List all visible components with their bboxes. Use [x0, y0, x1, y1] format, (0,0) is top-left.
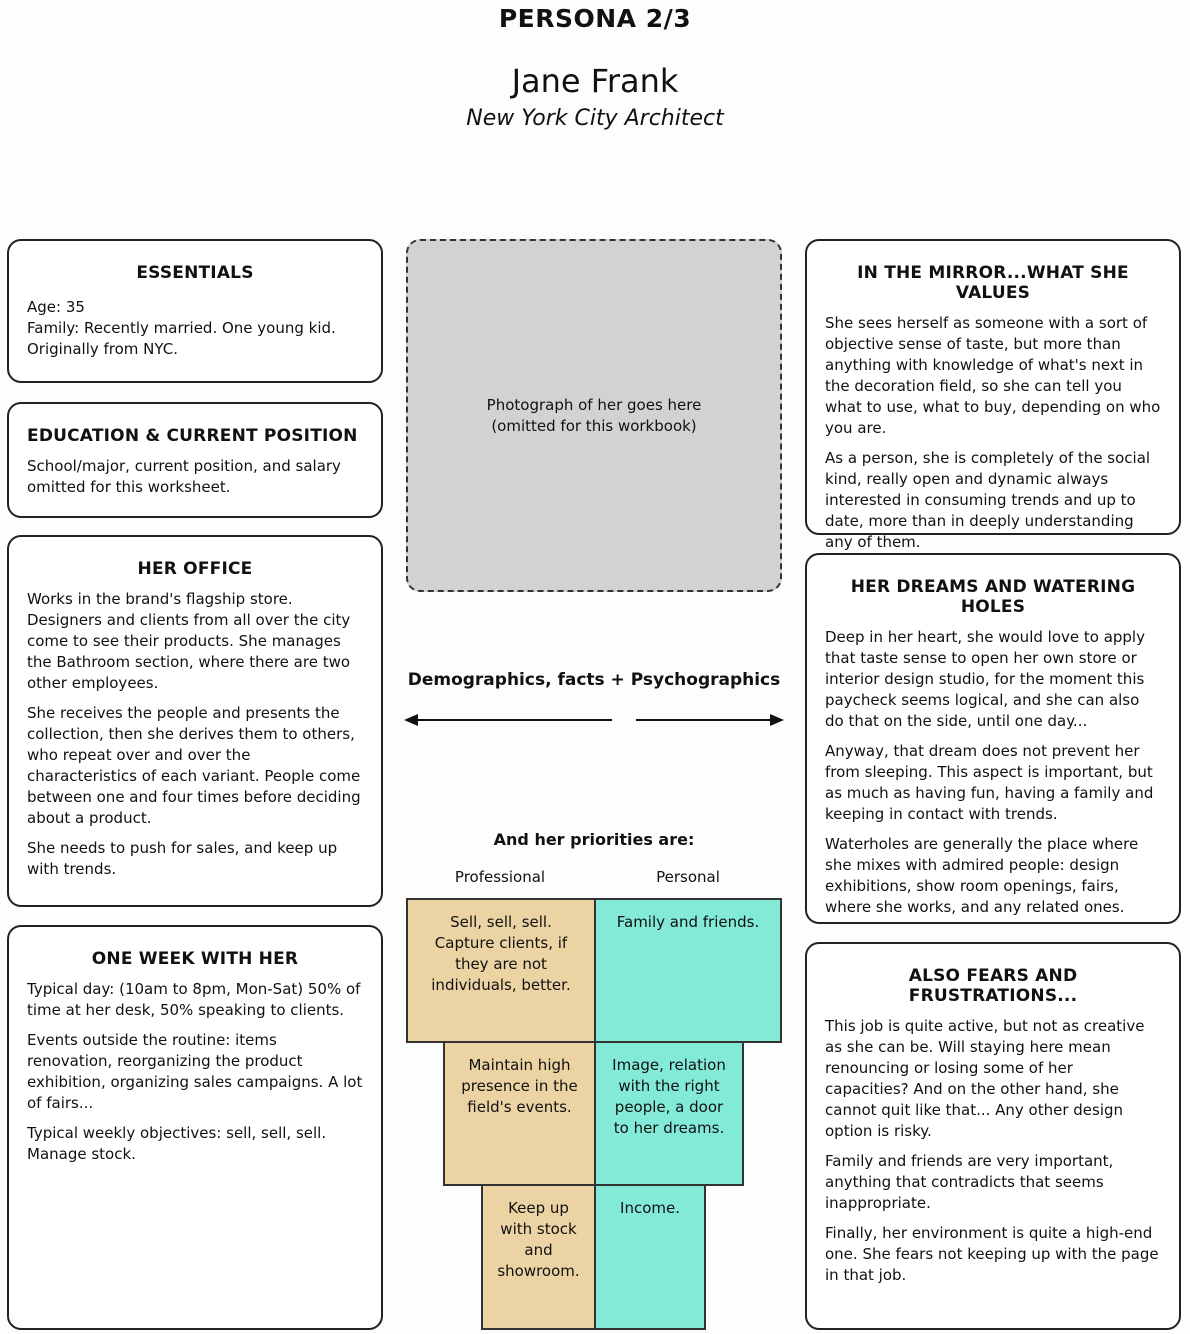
essentials-age: Age: 35	[27, 298, 85, 316]
fears-paragraph: Finally, her environment is quite a high…	[825, 1224, 1159, 1284]
office-card: HER OFFICE Works in the brand's flagship…	[7, 535, 383, 907]
persona-label: PERSONA 2/3	[498, 4, 692, 33]
photo-note: (omitted for this workbook)	[491, 416, 697, 435]
mirror-card: IN THE MIRROR...WHAT SHE VALUES She sees…	[805, 239, 1181, 551]
education-title: EDUCATION & CURRENT POSITION	[27, 426, 358, 446]
demographics-label: Demographics, facts + Psychographics	[407, 670, 781, 690]
personal-priority-1: Family and friends.	[594, 898, 782, 1043]
essentials-text: Age: 35 Family: Recently married. One yo…	[27, 297, 363, 360]
dreams-card: HER DREAMS AND WATERING HOLES Deep in he…	[805, 553, 1181, 924]
persona-name: Jane Frank	[511, 62, 679, 100]
dreams-paragraph: Anyway, that dream does not prevent her …	[825, 742, 1154, 823]
right-arrow-icon	[636, 714, 784, 726]
education-card: EDUCATION & CURRENT POSITION School/majo…	[7, 402, 383, 518]
week-paragraph: Typical day: (10am to 8pm, Mon-Sat) 50% …	[27, 980, 361, 1019]
essentials-title: ESSENTIALS	[136, 263, 254, 283]
education-text: School/major, current position, and sala…	[27, 457, 341, 496]
dreams-paragraph: Waterholes are generally the place where…	[825, 835, 1139, 916]
professional-priority-1: Sell, sell, sell. Capture clients, if th…	[406, 898, 596, 1043]
personal-column-header: Personal	[656, 868, 720, 886]
essentials-card: ESSENTIALS Age: 35 Family: Recently marr…	[7, 239, 383, 383]
dreams-paragraph: Deep in her heart, she would love to app…	[825, 628, 1145, 730]
professional-priority-2: Maintain high presence in the field's ev…	[443, 1041, 596, 1186]
week-paragraph: Typical weekly objectives: sell, sell, s…	[27, 1124, 327, 1163]
week-title: ONE WEEK WITH HER	[91, 949, 299, 969]
personal-priority-2: Image, relation with the right people, a…	[594, 1041, 744, 1186]
fears-paragraph: Family and friends are very important, a…	[825, 1152, 1114, 1212]
personal-priority-3: Income.	[594, 1184, 706, 1330]
photo-caption: Photograph of her goes here	[486, 395, 702, 414]
persona-role: New York City Architect	[466, 106, 724, 131]
professional-priority-3: Keep up with stock and showroom.	[481, 1184, 596, 1330]
office-title: HER OFFICE	[137, 559, 253, 579]
week-card: ONE WEEK WITH HER Typical day: (10am to …	[7, 925, 383, 1330]
priorities-title: And her priorities are:	[493, 830, 695, 849]
essentials-family: Family: Recently married. One young kid.	[27, 319, 336, 337]
professional-column-header: Professional	[454, 868, 546, 886]
week-paragraph: Events outside the routine: items renova…	[27, 1031, 363, 1112]
office-paragraph: She receives the people and presents the…	[27, 704, 361, 827]
mirror-paragraph: As a person, she is completely of the so…	[825, 449, 1151, 551]
fears-paragraph: This job is quite active, but not as cre…	[825, 1017, 1145, 1140]
essentials-origin: Originally from NYC.	[27, 340, 178, 358]
mirror-title: IN THE MIRROR...WHAT SHE VALUES	[857, 263, 1129, 303]
mirror-paragraph: She sees herself as someone with a sort …	[825, 314, 1161, 437]
fears-card: ALSO FEARS AND FRUSTRATIONS... This job …	[805, 942, 1181, 1330]
office-paragraph: She needs to push for sales, and keep up…	[27, 839, 338, 878]
dreams-title: HER DREAMS AND WATERING HOLES	[850, 577, 1136, 617]
office-paragraph: Works in the brand's flagship store. Des…	[27, 590, 351, 692]
left-arrow-icon	[404, 714, 612, 726]
photo-placeholder: Photograph of her goes here (omitted for…	[406, 239, 782, 592]
fears-title: ALSO FEARS AND FRUSTRATIONS...	[908, 966, 1078, 1006]
